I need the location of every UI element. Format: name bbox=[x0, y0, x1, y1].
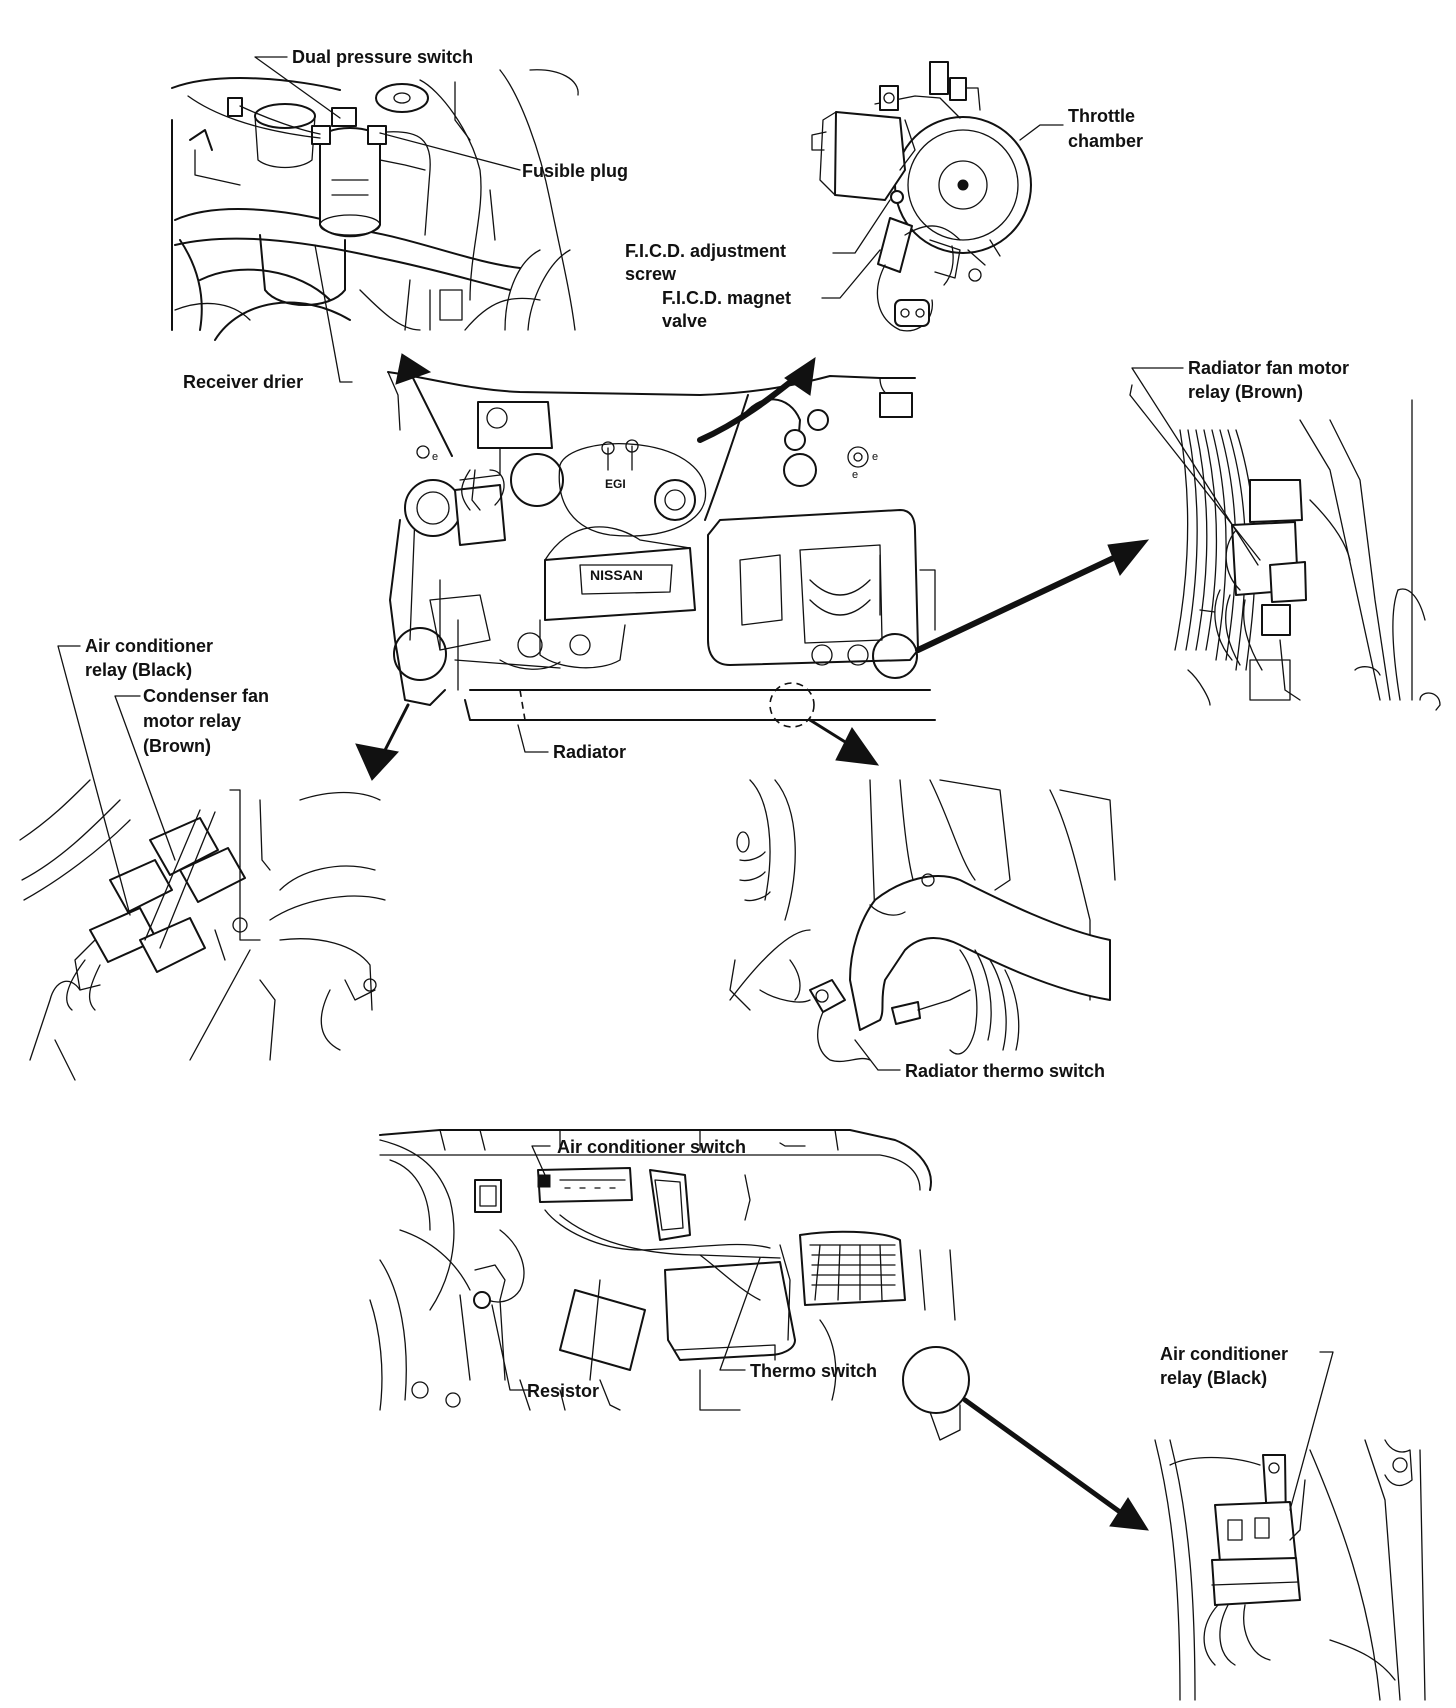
label-ac-relay-right-line2: relay (Black) bbox=[1160, 1368, 1267, 1388]
radiator-thermo-switch-detail bbox=[729, 779, 1116, 1063]
ficd-magnet-valve-leader bbox=[821, 249, 881, 299]
label-ac-switch: Air conditioner switch bbox=[557, 1137, 746, 1157]
throttle-chamber-detail bbox=[811, 61, 1032, 332]
svg-text:e: e bbox=[432, 451, 438, 463]
label-ficd-adjustment-line2: screw bbox=[625, 264, 677, 284]
engine-egi-badge: EGI bbox=[605, 477, 626, 491]
label-radiator-thermo-switch: Radiator thermo switch bbox=[905, 1061, 1105, 1081]
radiator-leader bbox=[517, 724, 549, 753]
label-radiator-fan-relay-line2: relay (Brown) bbox=[1188, 382, 1303, 402]
engine-nissan-badge: NISSAN bbox=[590, 567, 643, 583]
label-ac-relay-right-line1: Air conditioner bbox=[1160, 1344, 1288, 1364]
ac-relay-right-leader bbox=[1289, 1351, 1334, 1511]
label-ficd-adjustment-line1: F.I.C.D. adjustment bbox=[625, 241, 786, 261]
ficd-adjustment-screw-leader bbox=[832, 199, 891, 254]
dual-pressure-switch-leader bbox=[254, 56, 341, 119]
label-radiator: Radiator bbox=[553, 742, 626, 762]
label-ficd-magnet-line1: F.I.C.D. magnet bbox=[662, 288, 791, 308]
label-radiator-fan-relay-line1: Radiator fan motor bbox=[1188, 358, 1349, 378]
ac-switch-leader-right bbox=[779, 1142, 806, 1147]
label-throttle-chamber-line2: chamber bbox=[1068, 131, 1143, 151]
label-receiver-drier: Receiver drier bbox=[183, 372, 303, 392]
label-fusible-plug: Fusible plug bbox=[522, 161, 628, 181]
ac-switch-leader-left bbox=[531, 1145, 551, 1176]
radiator-thermo-switch-leader bbox=[854, 1039, 901, 1071]
condenser-fan-relay-leader bbox=[114, 695, 176, 861]
throttle-chamber-leader bbox=[1019, 124, 1064, 141]
label-resistor: Resistor bbox=[527, 1381, 599, 1401]
label-throttle-chamber-line1: Throttle bbox=[1068, 106, 1135, 126]
label-condenser-fan-relay-line3: (Brown) bbox=[143, 736, 211, 756]
label-condenser-fan-relay-line2: motor relay bbox=[143, 711, 241, 731]
label-ficd-magnet-line2: valve bbox=[662, 311, 707, 331]
receiver-drier-detail bbox=[171, 69, 579, 341]
fusible-plug-leader bbox=[379, 132, 521, 171]
radiator-fan-relay-leader bbox=[1131, 367, 1259, 566]
label-dual-pressure-switch: Dual pressure switch bbox=[292, 47, 473, 67]
svg-text:e: e bbox=[872, 451, 878, 463]
ac-relay-left-leader bbox=[57, 645, 131, 916]
receiver-drier-leader bbox=[314, 244, 353, 383]
ac-relay-right-detail bbox=[1154, 1439, 1426, 1701]
label-thermo-switch: Thermo switch bbox=[750, 1361, 877, 1381]
resistor-leader bbox=[491, 1304, 529, 1391]
overview-arrows bbox=[355, 353, 1150, 781]
label-ac-relay-left-line1: Air conditioner bbox=[85, 636, 213, 656]
dashboard-evaporator-detail bbox=[369, 1129, 970, 1441]
radiator-fan-relay-detail bbox=[1129, 384, 1441, 711]
thermo-switch-leader bbox=[719, 1257, 761, 1371]
label-condenser-fan-relay-line1: Condenser fan bbox=[143, 686, 269, 706]
ac-relay-right-arrow bbox=[962, 1397, 1149, 1531]
svg-text:e: e bbox=[852, 469, 858, 481]
condenser-relay-detail bbox=[19, 779, 386, 1081]
label-ac-relay-left-line2: relay (Black) bbox=[85, 660, 192, 680]
engine-compartment-overview: e e e NISSAN EGI bbox=[387, 371, 936, 728]
